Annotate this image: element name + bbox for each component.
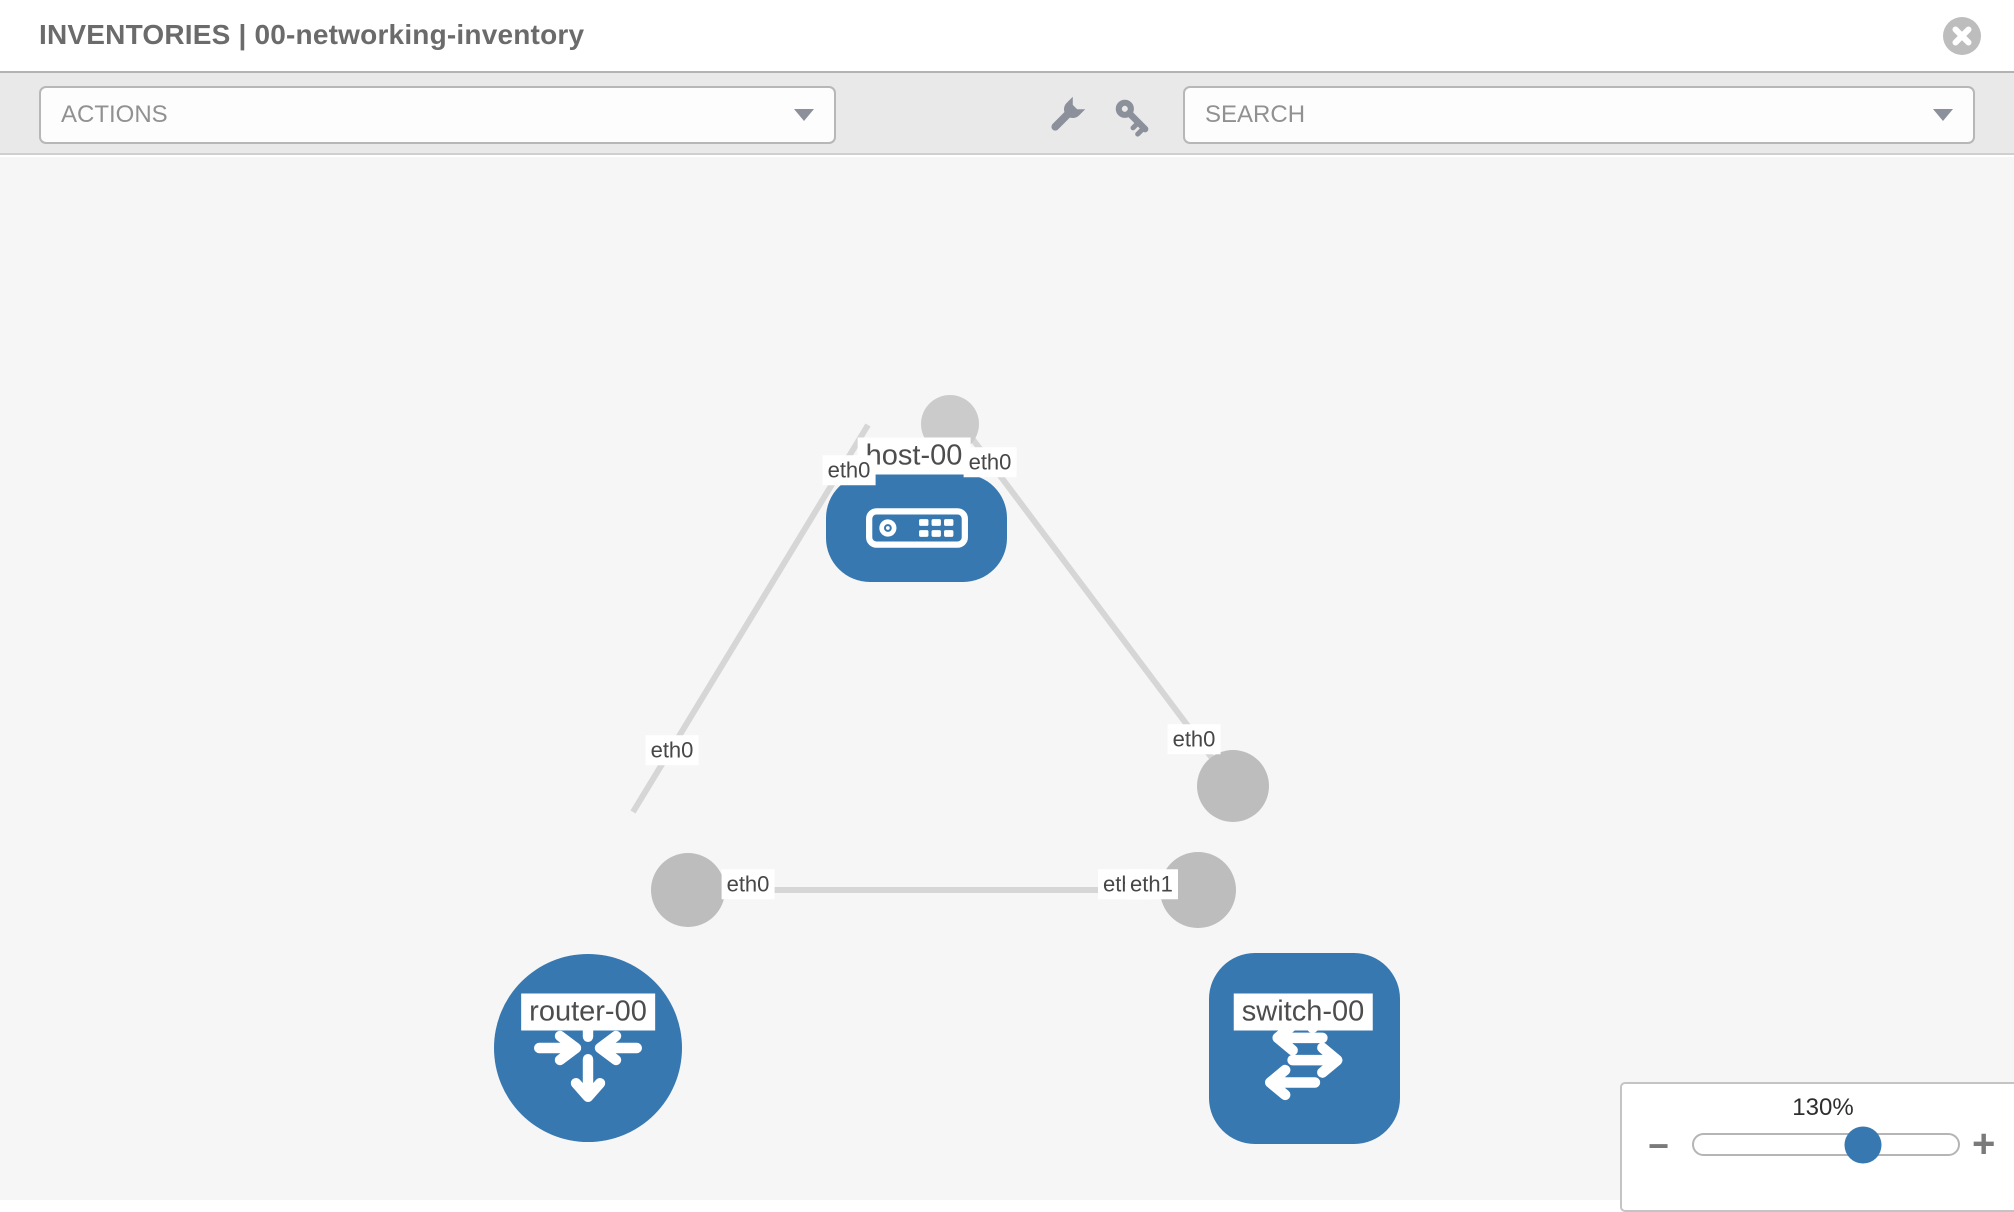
search-dropdown[interactable]: SEARCH (1183, 86, 1975, 144)
actions-dropdown-label: ACTIONS (61, 101, 168, 128)
interface-label-switch-eth0-to-host: eth0 (1167, 724, 1221, 754)
page-title: INVENTORIES | 00-networking-inventory (39, 19, 585, 50)
actions-dropdown[interactable]: ACTIONS (39, 86, 836, 144)
key-icon (1115, 99, 1149, 137)
interface-label-host-eth0-to-switch: eth0 (963, 447, 1017, 477)
chevron-down-icon (794, 109, 814, 121)
zoom-level: 130% (1792, 1094, 1854, 1121)
host-icon (865, 508, 968, 548)
zoom-out-button[interactable]: − (1648, 1125, 1670, 1166)
zoom-in-button[interactable]: + (1972, 1122, 1996, 1166)
close-icon (1943, 17, 1981, 55)
node-router-00[interactable] (494, 954, 682, 1142)
toolbar: ACTIONS SEARCH (0, 71, 2014, 155)
wrench-icon (1051, 96, 1086, 131)
node-host-00[interactable] (826, 474, 1007, 582)
zoom-slider-thumb[interactable] (1844, 1126, 1882, 1163)
node-label-switch-00: switch-00 (1233, 993, 1373, 1031)
node-label-router-00: router-00 (521, 993, 655, 1031)
close-button[interactable] (1943, 17, 1981, 55)
topology-canvas[interactable]: host-00 router-00 switch-00 eth0 eth0 et… (0, 157, 2014, 1200)
key-button[interactable] (1111, 95, 1155, 139)
interface-circle-switch-left (1160, 852, 1236, 928)
interface-label-host-eth0-to-router: eth0 (822, 455, 876, 485)
zoom-panel: 130% − + (1620, 1082, 2014, 1212)
interface-label-router-eth0-to-host: eth0 (645, 735, 699, 765)
header: INVENTORIES | 00-networking-inventory (0, 0, 2014, 71)
chevron-down-icon (1933, 109, 1953, 121)
node-switch-00[interactable] (1209, 953, 1400, 1144)
interface-circle-router-right (651, 853, 725, 927)
configure-button[interactable] (1043, 95, 1087, 139)
interface-label-router-eth0-to-switch: eth0 (721, 869, 775, 899)
node-label-host-00: host-00 (857, 437, 971, 475)
interface-circle-switch-topleft (1197, 750, 1269, 822)
interface-label-switch-eth1-to-router: eth1 (1125, 869, 1178, 899)
search-dropdown-label: SEARCH (1205, 101, 1306, 128)
zoom-slider[interactable] (1692, 1126, 1960, 1163)
